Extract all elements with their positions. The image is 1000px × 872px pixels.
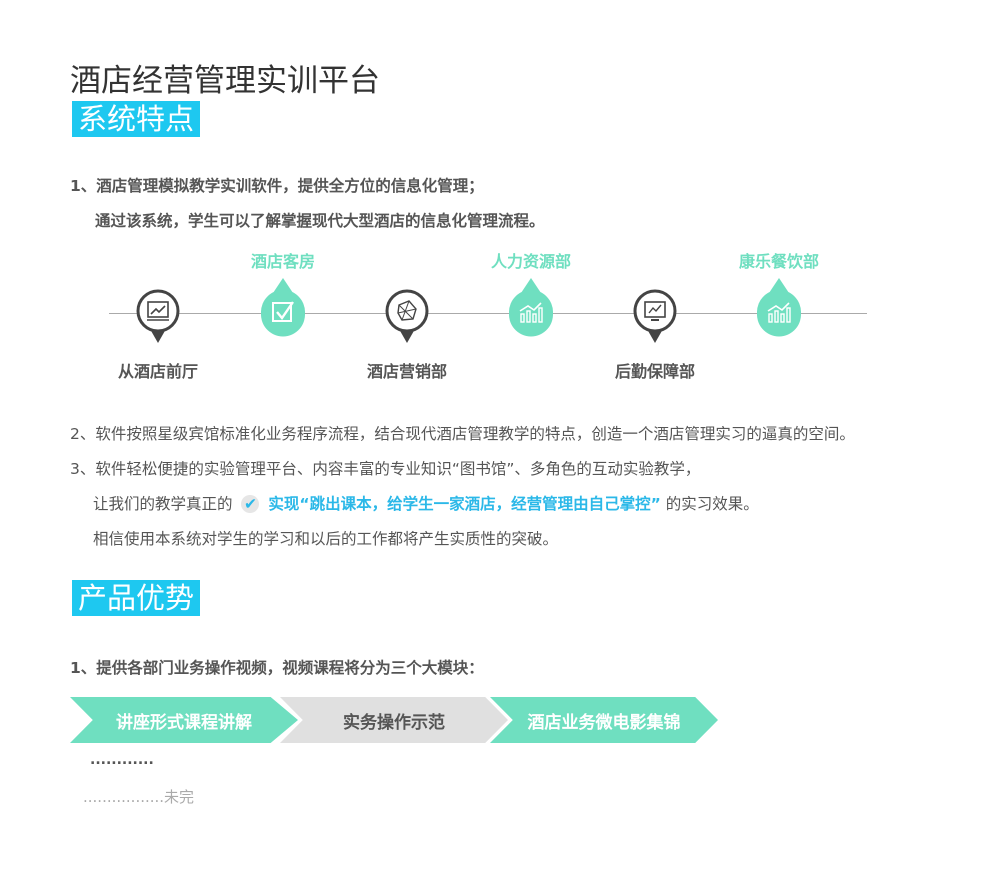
timeline-label: 酒店营销部 — [366, 362, 447, 381]
section-heading-advantages: 产品优势 — [72, 580, 201, 616]
drop-marker — [509, 278, 553, 337]
feature-line-3a: 3、软件轻松便捷的实验管理平台、内容丰富的专业知识“图书馆”、多角色的互动实验教… — [70, 460, 701, 478]
network-icon — [397, 300, 417, 321]
check-icon: ✔ — [241, 495, 260, 513]
page-title: 酒店经营管理实训平台 — [70, 63, 380, 99]
checkbox-icon — [272, 301, 294, 322]
ellipsis-1: ............ — [90, 752, 154, 768]
feature-line-3b: 让我们的教学真正的 ✔ 实现“跳出课本，给学生一家酒店，经营管理由自己掌控” 的… — [93, 492, 759, 514]
timeline-line — [109, 313, 867, 314]
monitor-chart-icon — [644, 301, 666, 321]
timeline-label: 后勤保障部 — [614, 362, 695, 381]
module-lecture[interactable]: 讲座形式课程讲解 — [70, 697, 298, 743]
line3b-post: 的实习效果。 — [665, 495, 759, 513]
module-label: 酒店业务微电影集锦 — [527, 712, 681, 733]
chart-screen-icon — [147, 301, 169, 321]
feature-line-1b: 通过该系统，学生可以了解掌握现代大型酒店的信息化管理流程。 — [95, 212, 545, 230]
pin-marker — [136, 289, 180, 343]
ellipsis-unfinished: .................未完 — [83, 788, 195, 806]
growth-chart-icon — [767, 302, 791, 323]
timeline-label: 从酒店前厅 — [117, 362, 198, 381]
pin-marker — [633, 289, 677, 343]
module-practice[interactable]: 实务操作示范 — [280, 697, 508, 743]
timeline-label: 酒店客房 — [250, 252, 315, 271]
section-heading-features: 系统特点 — [72, 101, 201, 137]
drop-marker — [261, 278, 305, 337]
module-label: 讲座形式课程讲解 — [116, 712, 252, 733]
line3b-pre: 让我们的教学真正的 — [93, 495, 233, 513]
feature-line-1a: 1、酒店管理模拟教学实训软件，提供全方位的信息化管理； — [70, 177, 484, 195]
module-label: 实务操作示范 — [343, 712, 445, 733]
growth-chart-icon — [519, 302, 543, 323]
line3b-highlight: 实现“跳出课本，给学生一家酒店，经营管理由自己掌控” — [268, 495, 661, 513]
drop-marker — [757, 278, 801, 337]
module-microfilm[interactable]: 酒店业务微电影集锦 — [490, 697, 718, 743]
timeline-label: 康乐餐饮部 — [738, 252, 819, 271]
timeline-label: 人力资源部 — [490, 252, 571, 271]
advantage-line-1: 1、提供各部门业务操作视频，视频课程将分为三个大模块： — [70, 659, 484, 677]
feature-line-2: 2、软件按照星级宾馆标准化业务程序流程，结合现代酒店管理教学的特点，创造一个酒店… — [70, 425, 855, 443]
feature-line-3c: 相信使用本系统对学生的学习和以后的工作都将产生实质性的突破。 — [93, 530, 559, 548]
pin-marker — [385, 289, 429, 343]
